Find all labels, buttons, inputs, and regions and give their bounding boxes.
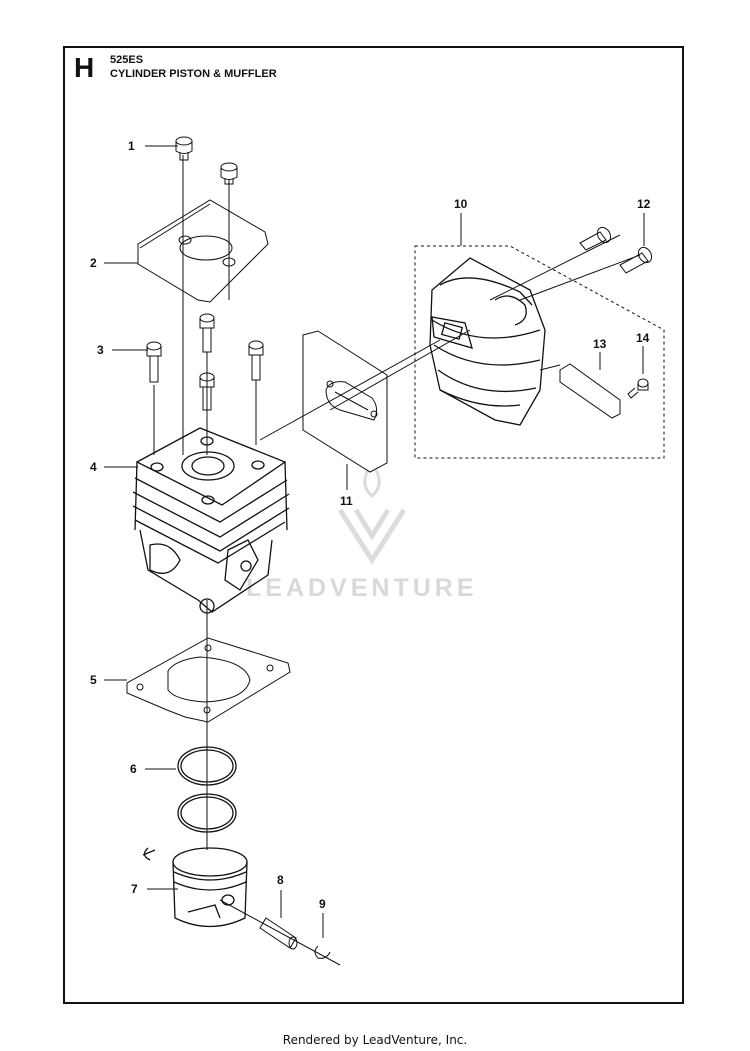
callout-labels: 1 2 3 4 5 6 7 8 9 10 11 12 13 14 — [90, 139, 651, 911]
callout-4: 4 — [90, 460, 97, 474]
part-1-screw-b — [220, 162, 238, 185]
part-9-circlip — [314, 945, 331, 959]
part-6-piston-rings — [177, 746, 237, 833]
model-number: 525ES — [110, 54, 144, 66]
callout-14: 14 — [636, 331, 650, 345]
part-4-cylinder — [132, 427, 290, 614]
part-2-plate — [137, 199, 269, 303]
part-11-muffler-gasket — [302, 330, 388, 473]
callout-5: 5 — [90, 673, 97, 687]
muffler-group-box — [414, 245, 665, 459]
watermark-logo — [337, 469, 407, 565]
callout-8: 8 — [277, 873, 284, 887]
part-7-piston — [142, 847, 248, 928]
callout-13: 13 — [593, 337, 607, 351]
footer-credit: Rendered by LeadVenture, Inc. — [282, 1033, 468, 1047]
diagram-title: CYLINDER PISTON & MUFFLER — [110, 68, 277, 80]
part-8-piston-pin — [259, 917, 298, 950]
section-letter: H — [74, 52, 95, 83]
callout-7: 7 — [131, 882, 138, 896]
part-1-screw — [175, 136, 193, 161]
callout-6: 6 — [130, 762, 137, 776]
callout-10: 10 — [454, 197, 468, 211]
part-14-screw — [627, 378, 649, 399]
callout-11: 11 — [340, 494, 353, 508]
part-3-screws — [146, 313, 264, 411]
watermark-text: LEADVENTURE — [246, 574, 478, 602]
leader-lines — [104, 145, 645, 938]
part-10-muffler — [429, 257, 546, 426]
callout-3: 3 — [97, 343, 104, 357]
diagram-frame — [63, 46, 684, 1004]
center-lines — [153, 155, 641, 966]
part-13-plate — [559, 363, 621, 419]
callout-2: 2 — [90, 256, 97, 270]
part-5-gasket — [126, 637, 291, 723]
callout-1: 1 — [128, 139, 135, 153]
part-12-screws — [579, 226, 653, 274]
callout-12: 12 — [637, 197, 651, 211]
callout-9: 9 — [319, 897, 326, 911]
